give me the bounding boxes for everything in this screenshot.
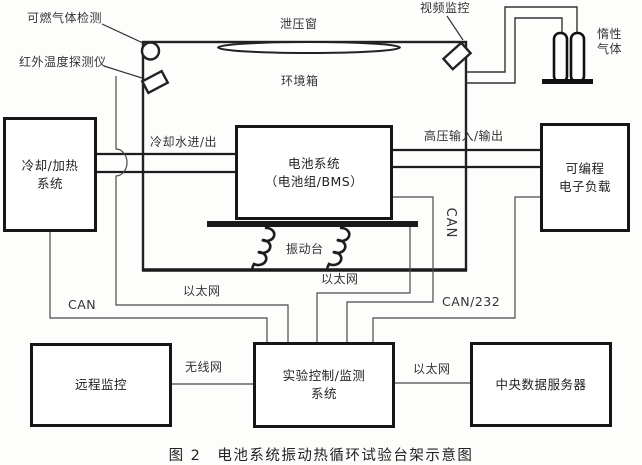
cooling-water-label: 冷却水进/出 <box>150 135 218 149</box>
battery-system-box: 电池系统 （电池组/BMS） <box>235 125 393 220</box>
figure-caption: 图 2 电池系统振动热循环试验台架示意图 <box>168 448 474 464</box>
video-camera-icon <box>441 41 473 71</box>
infrared-detector-icon <box>140 69 170 95</box>
can-battery-label: CAN <box>443 207 459 239</box>
spring-icon <box>251 226 276 269</box>
cooling-heating-system-box: 冷却/加热 系统 <box>3 117 97 232</box>
relief-window-label: 泄压窗 <box>280 17 318 31</box>
can232-line <box>372 196 540 342</box>
gas-detector-label: 可燃气体检测 <box>27 11 103 25</box>
can-line-left <box>49 232 268 342</box>
gas-pipe-line-outer <box>466 6 578 73</box>
ethernet-line-left <box>115 76 289 342</box>
leader-line-gas-detector <box>101 23 144 44</box>
gas-detector-icon <box>140 41 161 61</box>
can-left-label: CAN <box>68 297 97 312</box>
experiment-control-box: 实验控制/监测 系统 <box>253 342 395 428</box>
can232-label: CAN/232 <box>442 294 501 309</box>
vibration-platform <box>207 221 418 227</box>
gas-cylinder-icon <box>552 31 569 84</box>
ethernet-line-right <box>316 227 411 342</box>
spring-icon <box>326 226 351 269</box>
gas-pipe-line-inner <box>466 17 563 84</box>
inert-gas-label: 惰性 气体 <box>597 27 623 56</box>
video-monitor-label: 视频监控 <box>420 1 471 15</box>
gas-cylinder-icon <box>569 31 586 84</box>
remote-monitoring-box: 远程监控 <box>30 343 172 427</box>
ethernet-server-label: 以太网 <box>413 362 451 376</box>
can-line-battery <box>346 196 434 342</box>
wireless-label: 无线网 <box>185 360 223 374</box>
vibration-table-label: 振动台 <box>286 242 324 256</box>
central-data-server-box: 中央数据服务器 <box>470 342 612 427</box>
pressure-relief-window <box>217 41 401 54</box>
leader-line-camera <box>446 15 464 41</box>
infrared-detector-label: 红外温度探测仪 <box>19 55 107 69</box>
hv-io-label: 高压输入/输出 <box>424 129 504 143</box>
leader-line-infrared <box>103 65 143 79</box>
ethernet-right-label: 以太网 <box>321 272 359 286</box>
chamber-label: 环境箱 <box>281 74 319 88</box>
programmable-load-box: 可编程 电子负载 <box>540 123 630 232</box>
gas-cylinder-base <box>542 79 593 84</box>
ethernet-left-label: 以太网 <box>183 284 221 298</box>
